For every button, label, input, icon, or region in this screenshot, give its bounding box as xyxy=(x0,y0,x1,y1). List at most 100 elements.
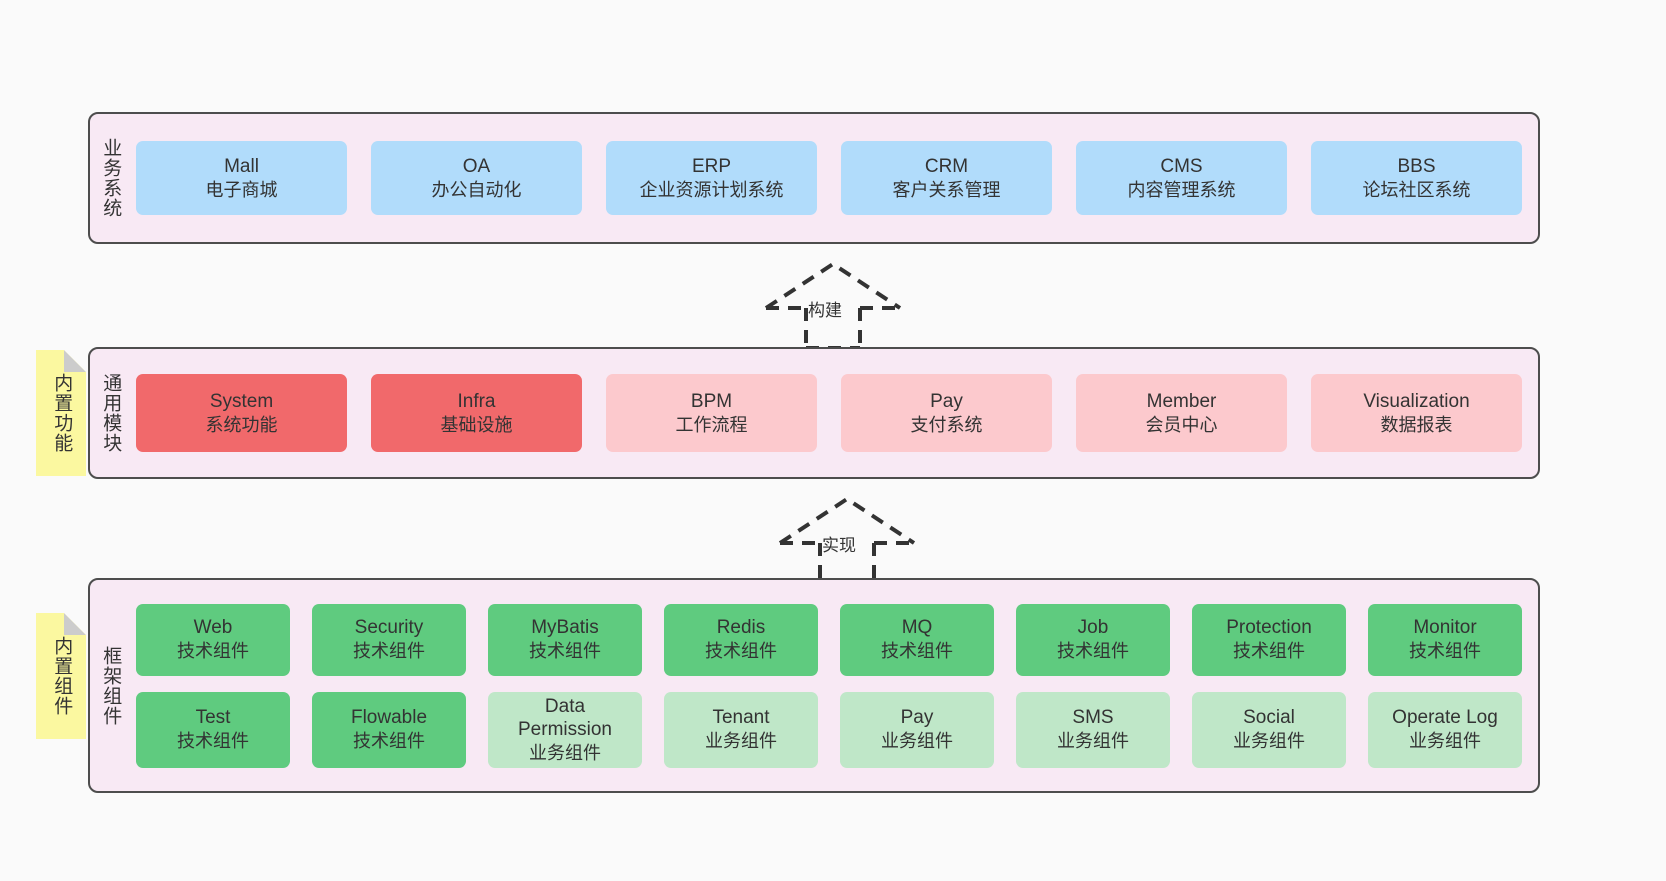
node-label-en: Mall xyxy=(224,155,259,177)
node-label-cn: 业务组件 xyxy=(1409,731,1481,752)
node-label-cn: 系统功能 xyxy=(205,414,278,435)
node-label-cn: 办公自动化 xyxy=(431,179,522,200)
node-label-cn: 技术组件 xyxy=(881,641,953,662)
layer-framework-component: 框架组件 Web 技术组件 Security 技术组件 MyBatis 技术组件… xyxy=(88,578,1540,793)
node-label-en: Member xyxy=(1146,390,1217,412)
node-mq[interactable]: MQ 技术组件 xyxy=(840,603,994,676)
node-label-en: OA xyxy=(462,155,491,177)
node-label-en: Monitor xyxy=(1413,617,1477,639)
node-erp[interactable]: ERP 企业资源计划系统 xyxy=(606,141,817,215)
connector-implement: 实现 xyxy=(772,493,922,585)
node-label-cn: 业务组件 xyxy=(1057,731,1129,752)
node-label-en: Flowable xyxy=(350,707,428,729)
node-label-en: CRM xyxy=(924,155,969,177)
node-label-en: Tenant xyxy=(712,707,770,729)
node-label-en: Operate Log xyxy=(1392,707,1498,729)
note-label: 内置组件 xyxy=(51,636,73,716)
node-label-cn: 支付系统 xyxy=(910,414,983,435)
layer-title-business-system: 业务系统 xyxy=(100,138,122,218)
node-test[interactable]: Test 技术组件 xyxy=(136,691,290,768)
node-label-cn: 数据报表 xyxy=(1380,414,1453,435)
node-label-en: Protection xyxy=(1226,617,1312,639)
node-operate-log[interactable]: Operate Log 业务组件 xyxy=(1368,691,1522,768)
node-infra[interactable]: Infra 基础设施 xyxy=(371,374,582,452)
node-social[interactable]: Social 业务组件 xyxy=(1192,691,1346,768)
node-label-cn: 技术组件 xyxy=(353,641,425,662)
node-mybatis[interactable]: MyBatis 技术组件 xyxy=(488,603,642,676)
node-label-en: SMS xyxy=(1072,707,1114,729)
node-monitor[interactable]: Monitor 技术组件 xyxy=(1368,603,1522,676)
node-row: Web 技术组件 Security 技术组件 MyBatis 技术组件 Redi… xyxy=(136,603,1522,676)
node-label-cn: 技术组件 xyxy=(177,731,249,752)
node-label-en: CMS xyxy=(1160,155,1203,177)
node-sms[interactable]: SMS 业务组件 xyxy=(1016,691,1170,768)
node-label-en: BBS xyxy=(1397,155,1436,177)
node-label-cn: 业务组件 xyxy=(881,731,953,752)
node-data-permission[interactable]: Data Permission 业务组件 xyxy=(488,691,642,768)
node-bbs[interactable]: BBS 论坛社区系统 xyxy=(1311,141,1522,215)
note-fold-icon xyxy=(64,613,86,635)
node-visualization[interactable]: Visualization 数据报表 xyxy=(1311,374,1522,452)
note-fold-icon xyxy=(64,350,86,372)
note-builtin-function: 内置功能 xyxy=(36,350,86,476)
node-tenant[interactable]: Tenant 业务组件 xyxy=(664,691,818,768)
node-label-cn: 技术组件 xyxy=(1057,641,1129,662)
node-label-cn: 业务组件 xyxy=(529,743,601,763)
node-label-cn: 技术组件 xyxy=(705,641,777,662)
note-builtin-component: 内置组件 xyxy=(36,613,86,739)
node-system[interactable]: System 系统功能 xyxy=(136,374,347,452)
layer-body-common-module: System 系统功能 Infra 基础设施 BPM 工作流程 Pay 支付系统… xyxy=(130,349,1538,477)
layer-business-system: 业务系统 Mall 电子商城 OA 办公自动化 ERP 企业资源计划系统 CRM… xyxy=(88,112,1540,244)
node-label-cn: 业务组件 xyxy=(1233,731,1305,752)
layer-body-framework-component: Web 技术组件 Security 技术组件 MyBatis 技术组件 Redi… xyxy=(130,580,1538,791)
node-label-en: Data Permission xyxy=(518,695,612,741)
node-label-cn: 企业资源计划系统 xyxy=(639,179,784,200)
node-label-en: Redis xyxy=(716,617,766,639)
layer-title-framework-component: 框架组件 xyxy=(100,645,122,726)
node-mall[interactable]: Mall 电子商城 xyxy=(136,141,347,215)
node-job[interactable]: Job 技术组件 xyxy=(1016,603,1170,676)
node-label-en: Pay xyxy=(930,390,963,412)
node-row: Mall 电子商城 OA 办公自动化 ERP 企业资源计划系统 CRM 客户关系… xyxy=(136,141,1522,215)
connector-label-build: 构建 xyxy=(808,301,842,320)
node-cms[interactable]: CMS 内容管理系统 xyxy=(1076,141,1287,215)
connector-label-implement: 实现 xyxy=(822,536,856,555)
node-row: Test 技术组件 Flowable 技术组件 Data Permission … xyxy=(136,691,1522,768)
connector-build: 构建 xyxy=(758,258,908,350)
node-label-cn: 技术组件 xyxy=(353,731,425,752)
node-label-cn: 工作流程 xyxy=(675,414,748,435)
node-member[interactable]: Member 会员中心 xyxy=(1076,374,1287,452)
node-label-cn: 技术组件 xyxy=(177,641,249,662)
node-oa[interactable]: OA 办公自动化 xyxy=(371,141,582,215)
node-label-en: Security xyxy=(354,617,424,639)
node-label-cn: 业务组件 xyxy=(705,731,777,752)
node-label-en: Job xyxy=(1077,617,1109,639)
node-crm[interactable]: CRM 客户关系管理 xyxy=(841,141,1052,215)
node-label-en: Visualization xyxy=(1363,390,1470,412)
node-label-en: Social xyxy=(1243,707,1295,729)
node-label-en: Web xyxy=(193,617,233,639)
node-label-en: Test xyxy=(195,707,231,729)
node-label-cn: 技术组件 xyxy=(1409,641,1481,662)
node-label-en: Pay xyxy=(900,707,934,729)
node-redis[interactable]: Redis 技术组件 xyxy=(664,603,818,676)
layer-body-business-system: Mall 电子商城 OA 办公自动化 ERP 企业资源计划系统 CRM 客户关系… xyxy=(130,114,1538,242)
node-web[interactable]: Web 技术组件 xyxy=(136,603,290,676)
node-label-cn: 内容管理系统 xyxy=(1127,179,1236,200)
node-protection[interactable]: Protection 技术组件 xyxy=(1192,603,1346,676)
node-label-cn: 论坛社区系统 xyxy=(1362,179,1471,200)
node-label-cn: 技术组件 xyxy=(1233,641,1305,662)
node-bpm[interactable]: BPM 工作流程 xyxy=(606,374,817,452)
node-label-en: Infra xyxy=(457,390,496,412)
node-pay[interactable]: Pay 支付系统 xyxy=(841,374,1052,452)
node-row: System 系统功能 Infra 基础设施 BPM 工作流程 Pay 支付系统… xyxy=(136,374,1522,452)
node-pay-component[interactable]: Pay 业务组件 xyxy=(840,691,994,768)
node-label-en: ERP xyxy=(691,155,732,177)
node-label-en: BPM xyxy=(690,390,733,412)
node-label-cn: 基础设施 xyxy=(440,414,513,435)
layer-title-common-module: 通用模块 xyxy=(100,373,122,453)
node-security[interactable]: Security 技术组件 xyxy=(312,603,466,676)
node-flowable[interactable]: Flowable 技术组件 xyxy=(312,691,466,768)
layer-common-module: 通用模块 System 系统功能 Infra 基础设施 BPM 工作流程 Pay… xyxy=(88,347,1540,479)
